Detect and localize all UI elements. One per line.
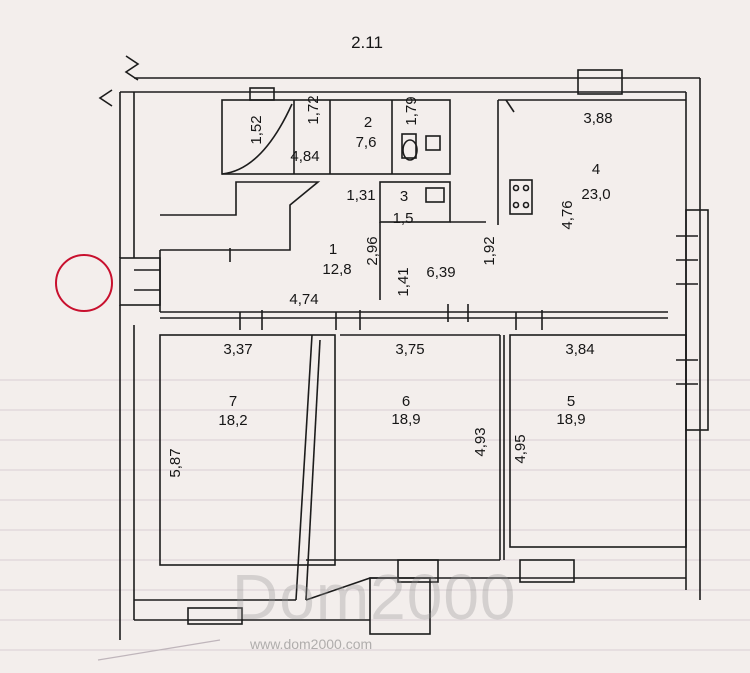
room-6-number: 6 — [401, 393, 411, 410]
room-3-number: 3 — [399, 188, 409, 205]
dimension-4-74: 4,74 — [289, 291, 319, 308]
dimension-5-87: 5,87 — [167, 448, 184, 478]
watermark-url: www.dom2000.com — [250, 636, 373, 652]
room-7-area: 18,2 — [218, 412, 248, 429]
dimension-1-72: 1,72 — [305, 95, 322, 125]
room-5-number: 5 — [566, 393, 576, 410]
room-4-number: 4 — [591, 161, 601, 178]
room-7-number: 7 — [228, 393, 238, 410]
paper-ruling — [0, 379, 750, 651]
dimension-1-79: 1,79 — [403, 96, 420, 126]
dimension-3-88: 3,88 — [583, 110, 613, 127]
walls — [98, 55, 709, 640]
scan-corner-shadow — [97, 639, 221, 661]
room-2-number: 2 — [363, 114, 373, 131]
room-4-area: 23,0 — [581, 186, 611, 203]
sheet-number: 2.11 — [351, 33, 383, 52]
dimension-1-52: 1,52 — [248, 115, 265, 145]
dimension-4-84: 4,84 — [290, 148, 320, 165]
room-5-area: 18,9 — [556, 411, 586, 428]
dimension-6-39: 6,39 — [426, 264, 456, 281]
dimension-2-96: 2,96 — [364, 236, 381, 266]
location-marker — [55, 254, 113, 312]
room-3-area: 1,5 — [392, 210, 414, 227]
dimension-4-95: 4,95 — [512, 434, 529, 464]
dimension-1-92: 1,92 — [481, 236, 498, 266]
room-6-area: 18,9 — [391, 411, 421, 428]
room-1-number: 1 — [328, 241, 338, 258]
dimension-1-31: 1,31 — [346, 187, 376, 204]
dimension-3-75: 3,75 — [395, 341, 425, 358]
dimension-1-41: 1,41 — [395, 267, 412, 297]
dimension-4-76: 4,76 — [559, 200, 576, 230]
room-1-area: 12,8 — [322, 261, 352, 278]
room-2-area: 7,6 — [355, 134, 377, 151]
dimension-3-84: 3,84 — [565, 341, 595, 358]
dimension-4-93: 4,93 — [472, 427, 489, 457]
watermark-logo: Dom2000 — [232, 561, 517, 633]
dimension-3-37: 3,37 — [223, 341, 253, 358]
